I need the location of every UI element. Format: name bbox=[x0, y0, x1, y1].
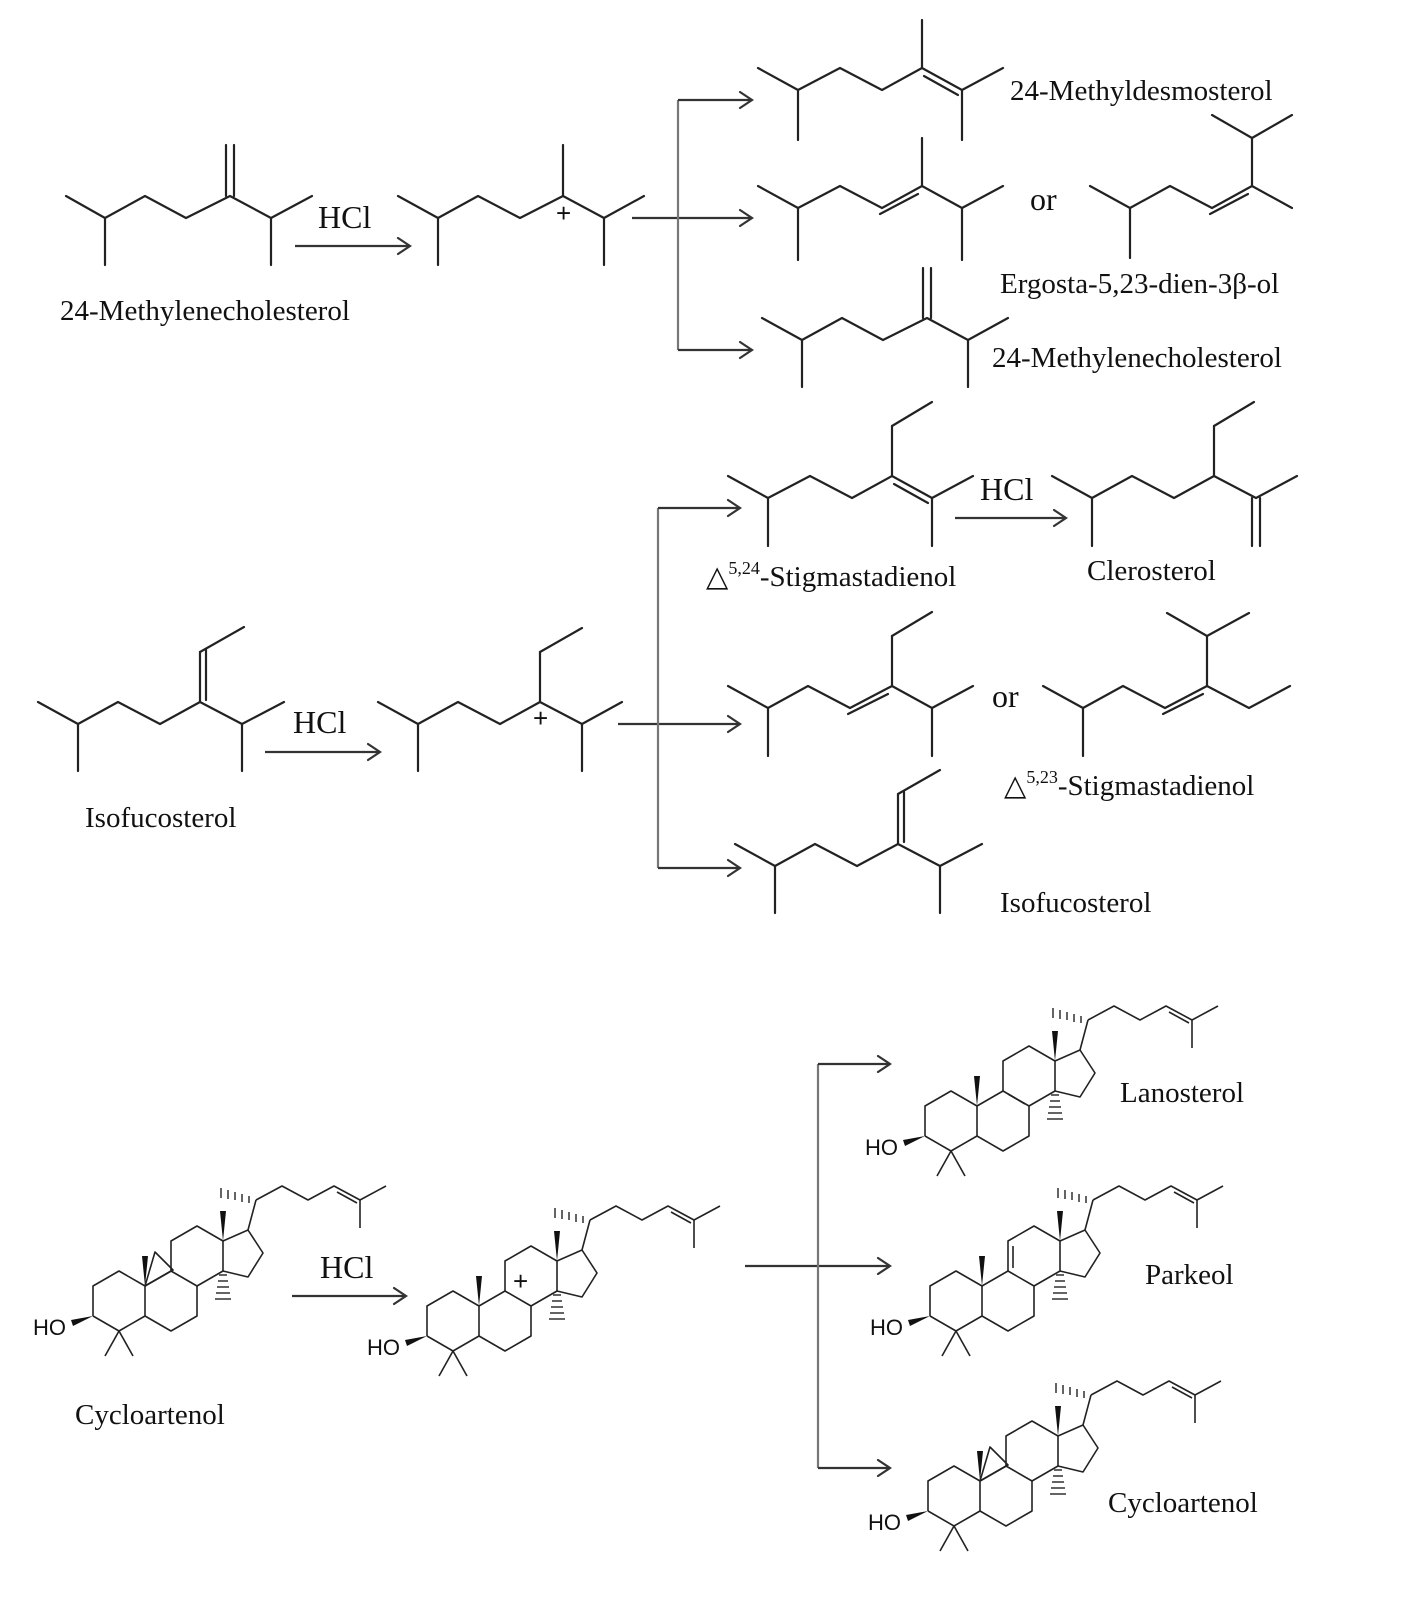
hydroxyl-label: HO bbox=[865, 1135, 898, 1160]
cation-structure: + HO bbox=[367, 1205, 721, 1377]
scheme2-substrate-label: Isofucosterol bbox=[85, 802, 236, 834]
cycloartenol-structure: HO bbox=[33, 1185, 387, 1357]
scheme2-reagent-2: HCl bbox=[980, 471, 1033, 507]
scheme2-product-a-sup: 5,24 bbox=[728, 558, 760, 578]
hydroxyl-label: HO bbox=[870, 1315, 903, 1340]
scheme-1: 24-Methylenecholesterol HCl + 24-Methyld… bbox=[60, 18, 1294, 389]
cycloartenol-product-structure: HO bbox=[868, 1380, 1222, 1552]
scheme2-product-a: △5,24-Stigmastadienol bbox=[706, 558, 956, 593]
scheme2-product-b-sup: 5,23 bbox=[1026, 767, 1058, 787]
scheme2-product-c: Isofucosterol bbox=[1000, 887, 1151, 919]
scheme2-cation: + bbox=[533, 703, 548, 733]
scheme2-or: or bbox=[992, 678, 1019, 714]
hydroxyl-label: HO bbox=[868, 1510, 901, 1535]
scheme3-reagent: HCl bbox=[320, 1249, 373, 1285]
scheme1-or: or bbox=[1030, 181, 1057, 217]
scheme3-cation: + bbox=[513, 1266, 528, 1296]
scheme3-product-1: Lanosterol bbox=[1120, 1077, 1244, 1109]
scheme2-product-a-next: Clerosterol bbox=[1087, 555, 1216, 587]
delta-symbol: △ bbox=[706, 561, 729, 593]
scheme2-product-b-name: -Stigmastadienol bbox=[1058, 770, 1255, 802]
scheme1-product-2: Ergosta-5,23-dien-3β-ol bbox=[1000, 268, 1279, 300]
scheme2-product-a-name: -Stigmastadienol bbox=[760, 561, 957, 593]
scheme1-product-3: 24-Methylenecholesterol bbox=[992, 342, 1282, 374]
scheme1-reagent: HCl bbox=[318, 199, 371, 235]
scheme2-reagent: HCl bbox=[293, 704, 346, 740]
hydroxyl-label: HO bbox=[33, 1315, 66, 1340]
scheme1-cation: + bbox=[556, 198, 571, 228]
scheme3-product-2: Parkeol bbox=[1145, 1259, 1234, 1291]
scheme-3: HO Cycloartenol HCl + HO HO Lanosterol bbox=[33, 1005, 1258, 1552]
scheme-2: Isofucosterol HCl + △5,24-Stigmastadieno… bbox=[36, 400, 1299, 919]
scheme1-product-1: 24-Methyldesmosterol bbox=[1010, 75, 1273, 107]
lanosterol-structure: HO bbox=[865, 1005, 1219, 1177]
parkeol-structure: HO bbox=[870, 1185, 1224, 1357]
delta-symbol: △ bbox=[1004, 770, 1027, 802]
hydroxyl-label: HO bbox=[367, 1335, 400, 1360]
scheme2-product-b: △5,23-Stigmastadienol bbox=[1004, 767, 1254, 802]
scheme3-substrate-label: Cycloartenol bbox=[75, 1399, 225, 1431]
scheme1-substrate-label: 24-Methylenecholesterol bbox=[60, 295, 350, 327]
scheme3-product-3: Cycloartenol bbox=[1108, 1487, 1258, 1519]
